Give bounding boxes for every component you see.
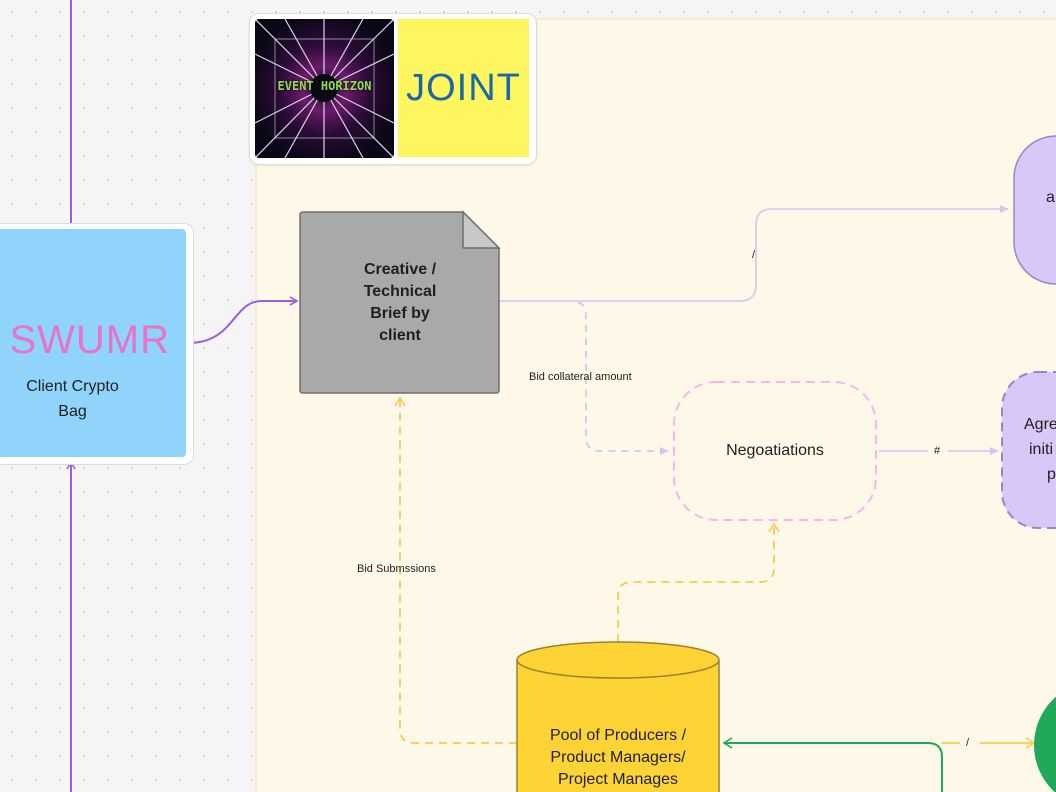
connector-pool-to-brief (394, 396, 517, 744)
edge-label-hash: # (934, 445, 941, 457)
pool-label-line1: Pool of Producers / (549, 727, 687, 744)
event-horizon-text: EVENT HORIZON (277, 79, 372, 93)
connector-pool-to-negotiations (617, 522, 780, 642)
brief-document-shape[interactable] (299, 211, 500, 394)
edge-label-slash-bottom: / (966, 737, 970, 749)
edge-label-bid-collateral: Bid collateral amount (529, 371, 632, 383)
connector-green-to-pool (722, 737, 943, 792)
joint-text: JOINT (406, 66, 521, 109)
top-right-node-label: a (1046, 189, 1055, 206)
negotiations-label: Negoatiations (726, 442, 824, 459)
client-label-line1: Client Crypto (26, 378, 119, 395)
brief-label-line3: Brief by (370, 305, 430, 322)
agreement-label-line1: Agre (1024, 416, 1056, 433)
brief-page-fold (462, 210, 501, 249)
pool-label-line2: Product Managers/ (550, 749, 686, 766)
top-right-node-shape[interactable] (1013, 135, 1056, 285)
client-label-line2: Bag (58, 403, 87, 420)
agreement-shape[interactable] (1001, 371, 1056, 529)
event-horizon-logo: EVENT HORIZON (255, 19, 394, 158)
swumr-brand-text: SWUMR (9, 318, 170, 362)
edge-label-bid-submissions: Bid Submssions (357, 563, 436, 575)
agreement-label-line2: initi (1029, 441, 1054, 458)
client-crypto-bag-node[interactable] (0, 229, 186, 457)
connector-client-to-brief (187, 296, 299, 344)
negotiations-shape[interactable] (673, 381, 877, 521)
starburst-graphic (255, 19, 394, 158)
joint-logo: JOINT (398, 19, 529, 157)
agreement-label-line3: p (1047, 466, 1056, 483)
brief-label-line2: Technical (363, 283, 437, 300)
connector-brief-to-negotiations (577, 302, 669, 455)
pool-cylinder-body[interactable] (516, 660, 720, 792)
connector-brief-to-top-node (500, 205, 1009, 302)
pool-label-line3: Project Manages (557, 771, 679, 788)
brief-label-line4: client (379, 327, 421, 344)
green-circle-node[interactable] (1034, 681, 1056, 792)
pool-cylinder-top (516, 641, 720, 679)
brief-label-line1: Creative / (363, 261, 437, 278)
edge-label-slash-top: / (752, 249, 756, 261)
